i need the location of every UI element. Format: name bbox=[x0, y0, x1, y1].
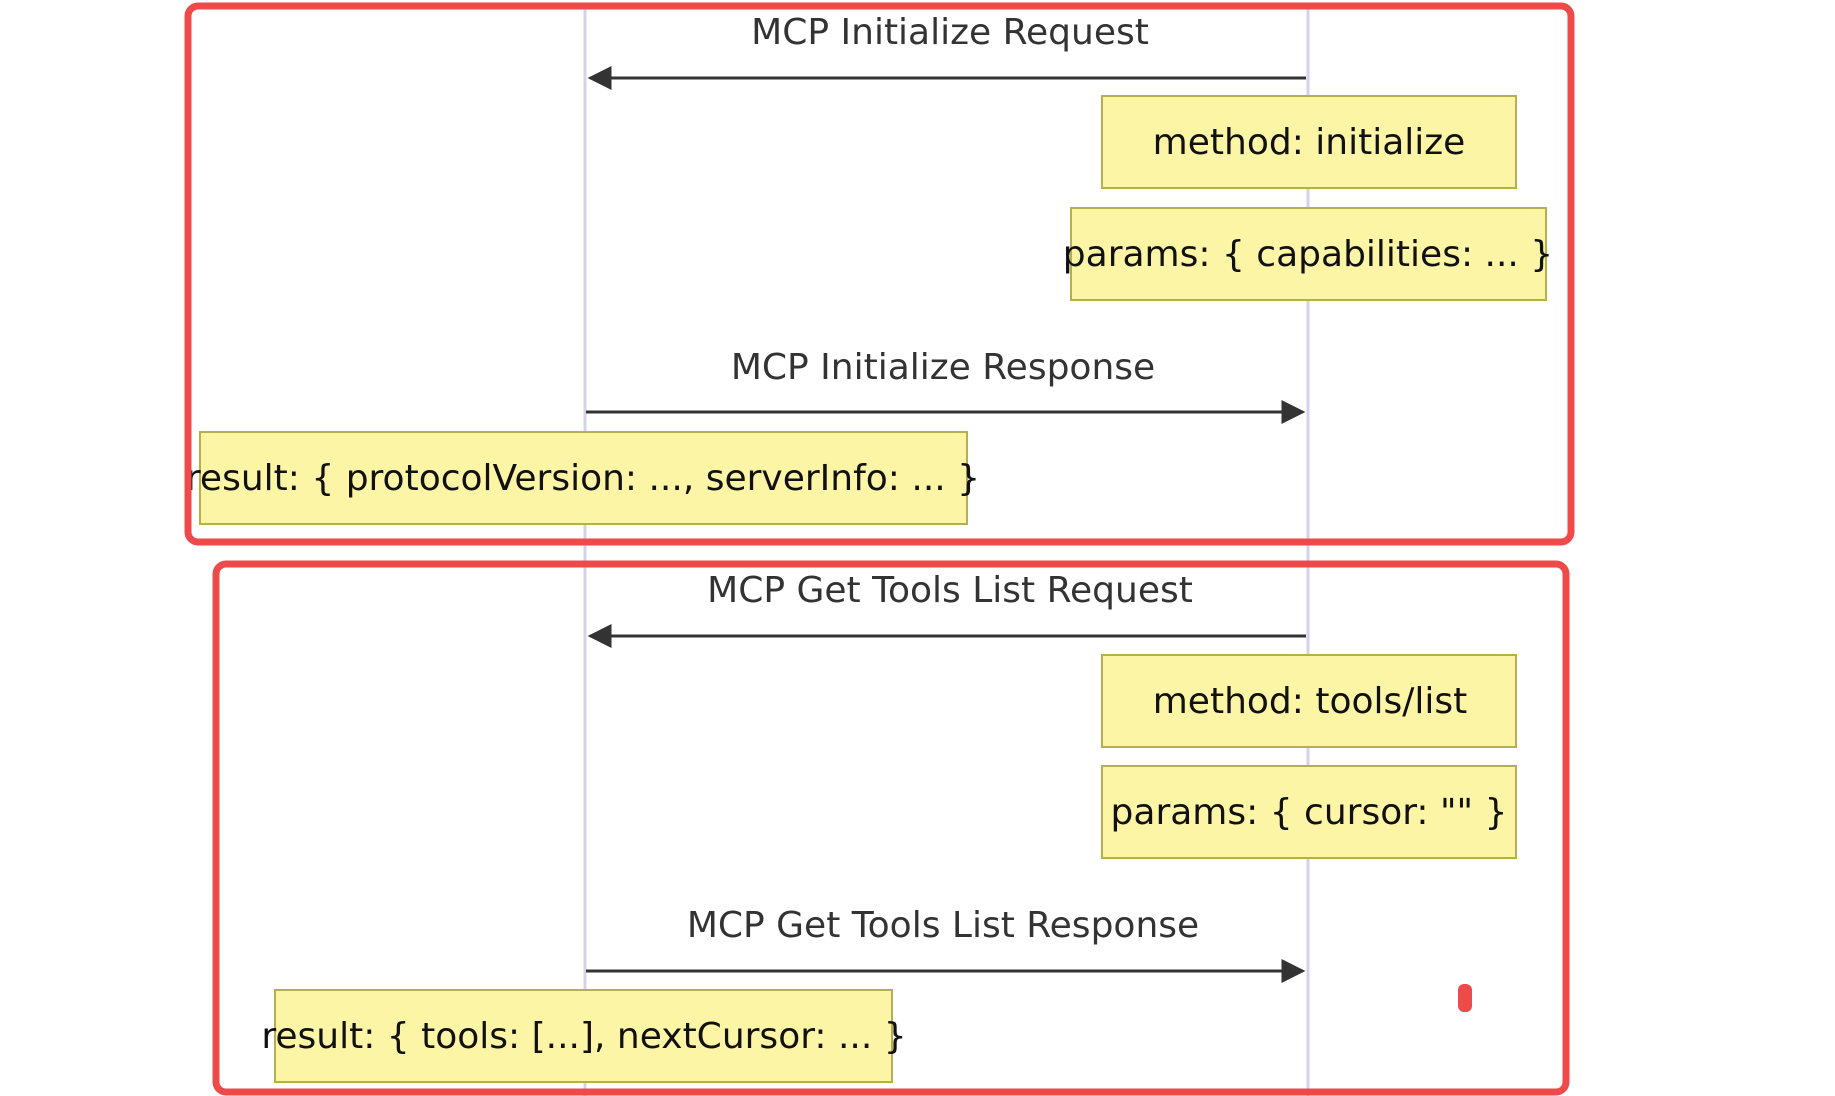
tools-list-request-label: MCP Get Tools List Request bbox=[707, 570, 1193, 611]
initialize-request-label: MCP Initialize Request bbox=[751, 12, 1149, 53]
tools-list-section: MCP Get Tools List Request method: tools… bbox=[212, 560, 1570, 1096]
note-text: params: { cursor: "" } bbox=[1111, 792, 1508, 833]
note-initialize-result: result: { protocolVersion: ..., serverIn… bbox=[186, 431, 980, 525]
highlight-box-tools-list bbox=[212, 560, 1570, 1096]
note-initialize-params: params: { capabilities: ... } bbox=[1063, 207, 1553, 301]
red-marker bbox=[1458, 984, 1472, 1012]
initialize-response-label: MCP Initialize Response bbox=[731, 347, 1155, 388]
note-text: method: initialize bbox=[1153, 122, 1466, 163]
highlight-box-initialize bbox=[184, 2, 1575, 546]
note-text: result: { protocolVersion: ..., serverIn… bbox=[186, 458, 980, 499]
note-text: result: { tools: [...], nextCursor: ... … bbox=[261, 1016, 906, 1057]
tools-list-response-label: MCP Get Tools List Response bbox=[687, 905, 1199, 946]
note-text: params: { capabilities: ... } bbox=[1063, 234, 1553, 275]
note-text: method: tools/list bbox=[1153, 681, 1468, 722]
initialize-section: MCP Initialize Request method: initializ… bbox=[184, 2, 1575, 546]
note-tools-list-result: result: { tools: [...], nextCursor: ... … bbox=[261, 989, 907, 1083]
note-tools-list-method: method: tools/list bbox=[1101, 654, 1517, 748]
note-tools-list-params: params: { cursor: "" } bbox=[1101, 765, 1517, 859]
note-initialize-method: method: initialize bbox=[1101, 95, 1517, 189]
